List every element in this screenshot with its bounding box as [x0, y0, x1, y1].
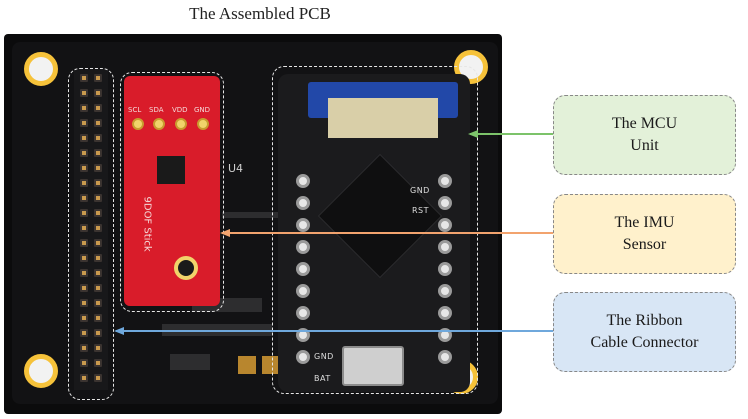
pcb-photo: SCL SDA VDD GND 9DOF Stick U4 GND RST GN… [4, 34, 502, 414]
callout-mcu-line1: The MCU [611, 115, 678, 132]
imu-sensor-board: SCL SDA VDD GND 9DOF Stick [124, 76, 220, 306]
imu-sensor-outline [120, 72, 224, 312]
callout-mcu-unit: The MCU Unit [553, 95, 736, 175]
callout-ribbon-connector: The Ribbon Cable Connector [553, 292, 736, 372]
callout-imu-line1: The IMU [614, 214, 675, 231]
imu-pin-sda: SDA [149, 106, 164, 114]
mounting-hole-bottom-left [24, 354, 58, 388]
callout-ribbon-line2: Cable Connector [590, 334, 699, 351]
silkscreen-gnd-top: GND [410, 186, 430, 195]
imu-pin-gnd: GND [194, 106, 211, 114]
callout-imu-sensor: The IMU Sensor [553, 194, 736, 274]
mcu-unit-outline [272, 66, 478, 394]
ribbon-connector-outline [68, 68, 114, 400]
silkscreen-gnd-bottom: GND [314, 352, 334, 361]
callout-imu-line2: Sensor [622, 236, 667, 253]
imu-chip [157, 156, 185, 184]
silkscreen-u4: U4 [228, 162, 244, 175]
callout-ribbon-line1: The Ribbon [606, 312, 683, 329]
imu-pin-vdd: VDD [172, 106, 188, 114]
figure-title: The Assembled PCB [189, 4, 331, 23]
callout-mcu-line2: Unit [630, 137, 659, 154]
wifi-antenna [308, 82, 458, 138]
usb-connector [342, 346, 404, 386]
imu-mounting-ring [174, 256, 198, 280]
mounting-hole-top-left [24, 52, 58, 86]
silkscreen-bat: BAT [314, 374, 331, 383]
silkscreen-rst: RST [412, 206, 430, 215]
imu-pin-scl: SCL [128, 106, 142, 114]
ribbon-cable-header [74, 68, 108, 390]
